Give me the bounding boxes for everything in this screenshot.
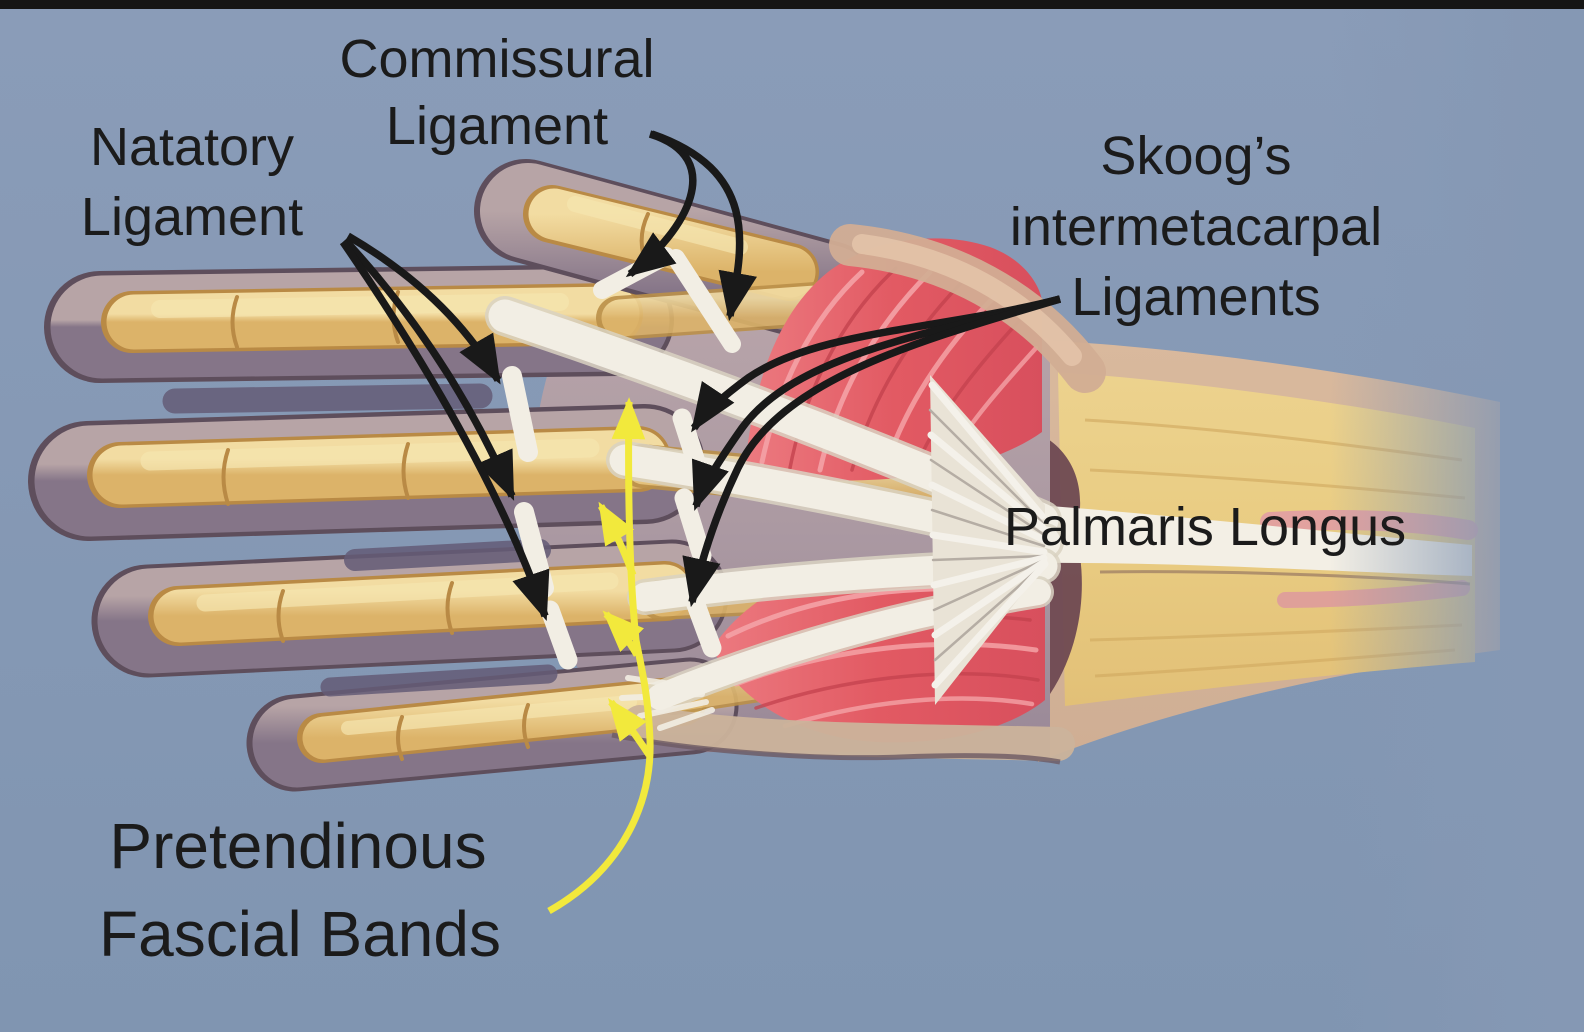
radial-skin-highlight xyxy=(852,234,1082,366)
label-palmaris-longus: Palmaris Longus xyxy=(1004,497,1406,557)
label-skoogs-line3: Ligaments xyxy=(1071,267,1320,327)
label-commissural-ligament: Commissural Ligament xyxy=(339,29,654,156)
label-palmaris-text: Palmaris Longus xyxy=(1004,497,1406,557)
ulnar-skin-band xyxy=(623,705,1075,761)
middle-finger xyxy=(28,404,705,541)
label-pretendinous-line1: Pretendinous xyxy=(109,810,486,882)
label-skoogs-line2: intermetacarpal xyxy=(1010,197,1382,257)
label-natatory-line1: Natatory xyxy=(90,117,294,177)
label-commissural-line2: Ligament xyxy=(386,96,608,156)
hand-illustration xyxy=(28,9,1584,1032)
label-commissural-line1: Commissural xyxy=(339,29,654,89)
annotation-arrows xyxy=(339,130,1062,915)
labels: Commissural Ligament Natatory Ligament S… xyxy=(81,29,1406,970)
natatory-arrows xyxy=(339,232,550,621)
label-natatory-line2: Ligament xyxy=(81,187,303,247)
palm-bottom-outline xyxy=(611,732,1061,765)
top-letterbox-bar xyxy=(0,0,1584,9)
commissural-arrows xyxy=(625,130,757,322)
skoogs-arrows xyxy=(682,295,1062,608)
right-fade xyxy=(1330,9,1584,1032)
label-pretendinous-line2: Fascial Bands xyxy=(99,898,501,970)
label-pretendinous-bands: Pretendinous Fascial Bands xyxy=(99,810,501,970)
label-natatory-ligament: Natatory Ligament xyxy=(81,117,303,247)
flexor-retinaculum-fan xyxy=(927,375,1049,705)
label-skoogs-ligaments: Skoog’s intermetacarpal Ligaments xyxy=(1010,126,1382,327)
pretendinous-arrows xyxy=(547,397,654,915)
web-shadows xyxy=(162,383,558,697)
label-skoogs-line1: Skoog’s xyxy=(1100,126,1291,186)
ring-finger xyxy=(91,539,729,678)
